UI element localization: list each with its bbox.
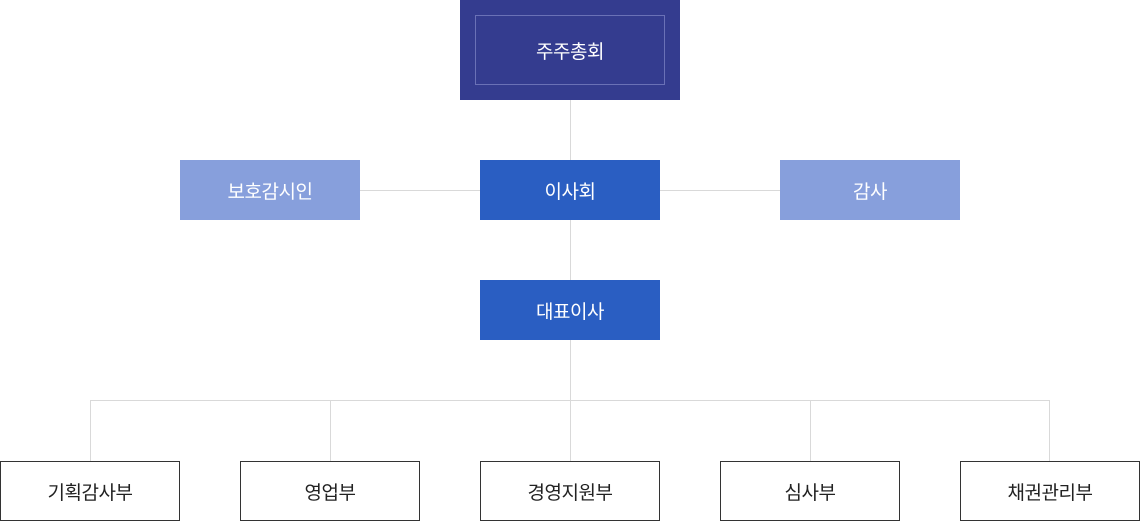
guardian-node: 보호감시인 <box>180 160 360 220</box>
auditor-node: 감사 <box>780 160 960 220</box>
department-label: 경영지원부 <box>527 481 613 504</box>
department-label: 심사부 <box>784 481 836 504</box>
connector-board-to-ceo <box>570 220 571 280</box>
connector-top-to-board <box>570 100 571 160</box>
connector-board-right <box>660 190 780 191</box>
department-management-support: 경영지원부 <box>480 461 660 521</box>
department-label: 영업부 <box>304 481 356 504</box>
shareholders-meeting-label: 주주총회 <box>536 40 604 63</box>
guardian-label: 보호감시인 <box>227 180 313 203</box>
department-credit-management: 채권관리부 <box>960 461 1140 521</box>
shareholders-meeting-node: 주주총회 <box>460 0 680 100</box>
connector-dept-4 <box>810 400 811 461</box>
connector-board-left <box>360 190 480 191</box>
shareholders-meeting-inner-frame: 주주총회 <box>475 15 665 85</box>
connector-department-bus <box>90 400 1050 401</box>
connector-dept-5 <box>1049 400 1050 461</box>
connector-dept-2 <box>330 400 331 461</box>
board-label: 이사회 <box>544 180 596 203</box>
department-label: 채권관리부 <box>1007 481 1093 504</box>
auditor-label: 감사 <box>853 180 887 203</box>
department-sales: 영업부 <box>240 461 420 521</box>
connector-dept-1 <box>90 400 91 461</box>
department-review: 심사부 <box>720 461 900 521</box>
board-node: 이사회 <box>480 160 660 220</box>
department-label: 기획감사부 <box>47 481 133 504</box>
department-planning-audit: 기획감사부 <box>0 461 180 521</box>
ceo-node: 대표이사 <box>480 280 660 340</box>
ceo-label: 대표이사 <box>536 300 604 323</box>
